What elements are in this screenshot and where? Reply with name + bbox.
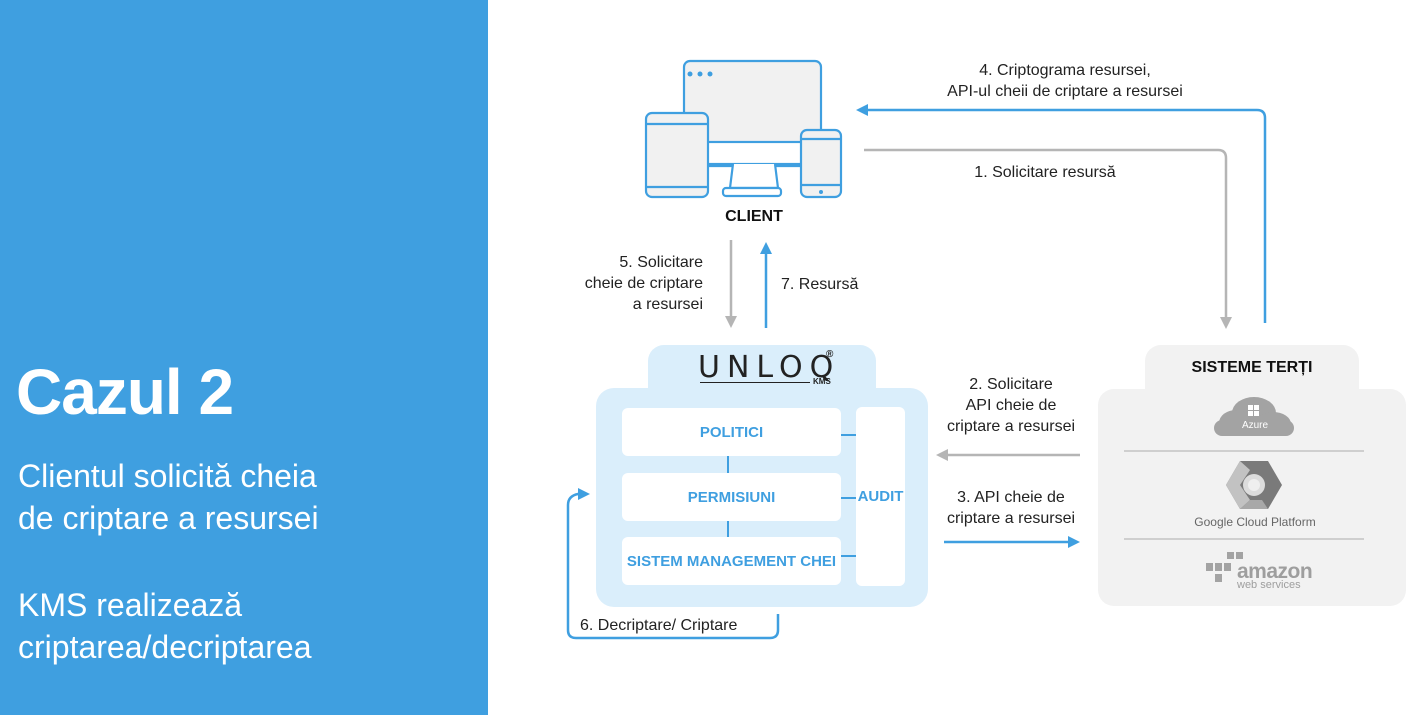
- provider-divider: [1124, 450, 1364, 452]
- devices-icon: [644, 59, 843, 199]
- logo-kms-label: KMS: [813, 377, 831, 386]
- gcp-hexagon-icon: [1226, 461, 1282, 509]
- phone-icon: [799, 128, 843, 199]
- aws-cubes-icon: [1206, 552, 1243, 582]
- label-line: 4. Criptograma resursei,: [979, 62, 1151, 79]
- label-step6: 6. Decriptare/ Criptare: [580, 617, 738, 634]
- registered-mark: ®: [826, 349, 834, 360]
- arrowhead-step5: [725, 316, 737, 328]
- arrow-step1: [864, 148, 1228, 318]
- third-party-title: SISTEME TERȚI: [1191, 359, 1313, 376]
- tablet-icon: [644, 111, 710, 199]
- label-step7: 7. Resursă: [781, 276, 859, 293]
- label-step4: 4. Criptograma resursei, API-ul cheii de…: [900, 60, 1230, 102]
- gcp-label: Google Cloud Platform: [1194, 515, 1316, 529]
- label-line: criptare a resursei: [946, 418, 1076, 435]
- arrowhead-step3: [1068, 536, 1080, 548]
- arrowhead-step2: [936, 449, 948, 461]
- kms-box-key-management[interactable]: SISTEM MANAGEMENT CHEI: [622, 537, 841, 585]
- case-description-request: Clientul solicită cheia de criptare a re…: [18, 455, 319, 539]
- label-step1: 1. Solicitare resursă: [974, 164, 1116, 181]
- kms-box-audit[interactable]: AUDIT: [856, 407, 905, 586]
- label-line: API-ul cheii de criptare a resursei: [947, 83, 1183, 100]
- label-line: 3. API cheie de: [957, 489, 1065, 506]
- arrowhead-step6: [578, 488, 590, 500]
- aws-label: amazon: [1237, 560, 1313, 583]
- description-line: KMS realizează: [18, 587, 243, 623]
- label-line: cheie de criptare: [584, 275, 703, 292]
- description-line: criptarea/decriptarea: [18, 629, 312, 665]
- kms-box-permisiuni[interactable]: PERMISIUNI: [622, 473, 841, 521]
- aws-sublabel: web services: [1237, 579, 1301, 591]
- client-label: CLIENT: [725, 208, 783, 225]
- description-line: de criptare a resursei: [18, 500, 319, 536]
- label-step3: 3. API cheie de criptare a resursei: [934, 487, 1088, 529]
- label-line: 5. Solicitare: [619, 254, 703, 271]
- azure-label: Azure: [1241, 420, 1269, 431]
- azure-cloud-icon: [1214, 397, 1294, 436]
- case-title: Cazul 2: [16, 356, 234, 428]
- logo-underline: [700, 382, 810, 383]
- label-step5: 5. Solicitare cheie de criptare a resurs…: [540, 252, 703, 315]
- arrowhead-step4: [856, 104, 868, 116]
- provider-divider: [1124, 538, 1364, 540]
- label-step2: 2. Solicitare API cheie de criptare a re…: [934, 374, 1088, 437]
- kms-box-politici[interactable]: POLITICI: [622, 408, 841, 456]
- left-panel: Cazul 2 Clientul solicită cheia de cript…: [0, 0, 488, 715]
- arrow-step6: [566, 492, 780, 640]
- label-line: API cheie de: [965, 397, 1057, 414]
- description-line: Clientul solicită cheia: [18, 458, 317, 494]
- unloq-logo: UNLOQ: [698, 350, 841, 385]
- label-line: 2. Solicitare: [969, 376, 1053, 393]
- label-line: criptare a resursei: [946, 510, 1076, 527]
- label-line: a resursei: [632, 296, 703, 313]
- arrowhead-step1: [1220, 317, 1232, 329]
- arrow-step4: [866, 108, 1267, 323]
- case-description-kms: KMS realizează criptarea/decriptarea: [18, 584, 311, 668]
- arrowhead-step7: [760, 242, 772, 254]
